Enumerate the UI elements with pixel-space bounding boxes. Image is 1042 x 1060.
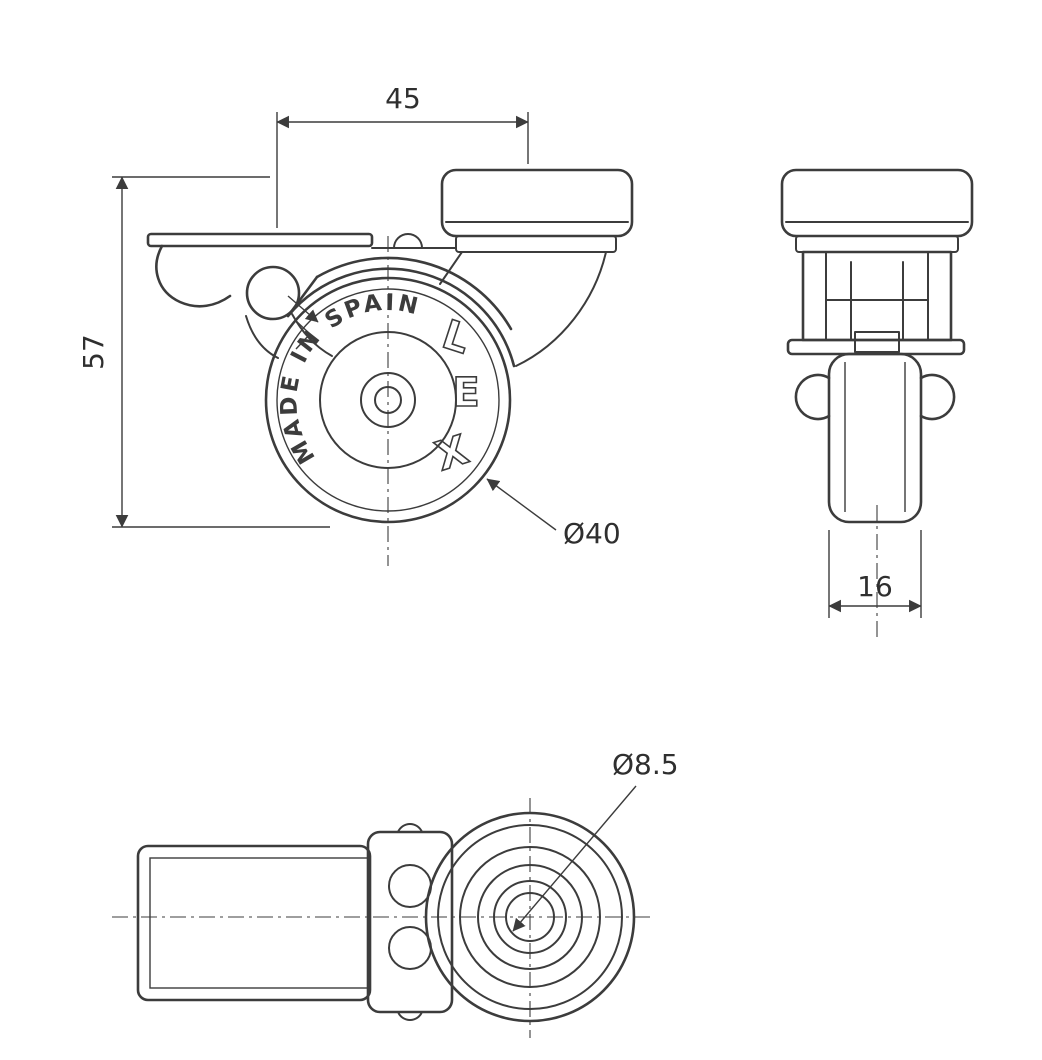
side-fork-foot [854, 331, 900, 353]
brake-tooth [294, 319, 311, 350]
front-mount-cap [440, 168, 634, 238]
front-axle-hole-circle [374, 386, 402, 414]
bottom-wheel-tread-circle [437, 824, 623, 1010]
dia40-label: Ø40 [563, 517, 621, 550]
dia85-leader [512, 785, 637, 932]
bottom-sleeve-inner [149, 857, 371, 989]
bottom-connector-hole-top [388, 864, 432, 908]
brand-letter-2: E [452, 370, 479, 416]
brake-pedal-body [155, 244, 232, 308]
side-view [780, 168, 974, 640]
fork-left-strut [439, 251, 463, 285]
bottom-hub-circle [459, 846, 601, 988]
front-wheel-hub-circle [319, 331, 457, 469]
side-mount-cap [780, 168, 974, 238]
front-mount-flange [455, 235, 617, 253]
bottom-connector-bump-bottom [397, 1011, 423, 1021]
dimension-height-left: 57 [77, 176, 330, 528]
dimension-width-top: 45 [276, 82, 529, 228]
brand-letter-1: L [437, 312, 475, 364]
brake-direction-arrow [287, 295, 319, 323]
dim45-label: 45 [385, 82, 421, 115]
front-wheel-tread-circle [276, 288, 500, 512]
brake-pedal-plate [146, 232, 374, 248]
dia40-leader [486, 478, 557, 531]
bottom-wheel-outer-circle [424, 811, 636, 1023]
bottom-connector-bump-top [397, 823, 423, 833]
brake-arm-left-edge [245, 315, 279, 359]
side-axle-nub-right [919, 373, 956, 421]
label-wheel-diameter: Ø40 [486, 478, 621, 550]
front-view: MADE IN SPAIN L E X [146, 168, 634, 566]
fork-inner-arc [286, 267, 516, 368]
side-wheel-body [827, 352, 923, 524]
bottom-boss-outer-circle [477, 864, 583, 970]
bottom-connector-body [366, 830, 454, 1014]
bottom-bolt-hole-circle [505, 892, 555, 942]
fork-right-strut [515, 251, 607, 367]
fork-outer-arc [315, 256, 513, 331]
front-axle-boss-circle [360, 372, 416, 428]
dia85-label: Ø8.5 [612, 748, 679, 781]
brand-letter-3: X [430, 427, 474, 480]
dim16-label: 16 [857, 570, 893, 603]
side-axle-nub-left [794, 373, 831, 421]
label-hole-diameter: Ø8.5 [512, 748, 679, 932]
dim57-label: 57 [77, 334, 110, 370]
bottom-boss-inner-circle [493, 880, 567, 954]
bottom-connector-hole-bottom [388, 926, 432, 970]
swivel-ball-bump [393, 233, 423, 249]
front-wheel-outer-circle [264, 276, 512, 524]
side-mount-flange [795, 235, 959, 253]
dimension-wheel-width: 16 [828, 530, 922, 618]
brake-arm-right-edge [291, 313, 333, 357]
bottom-view [112, 798, 652, 1038]
brake-pivot-circle [245, 265, 301, 321]
bottom-sleeve-outer [136, 844, 372, 1002]
